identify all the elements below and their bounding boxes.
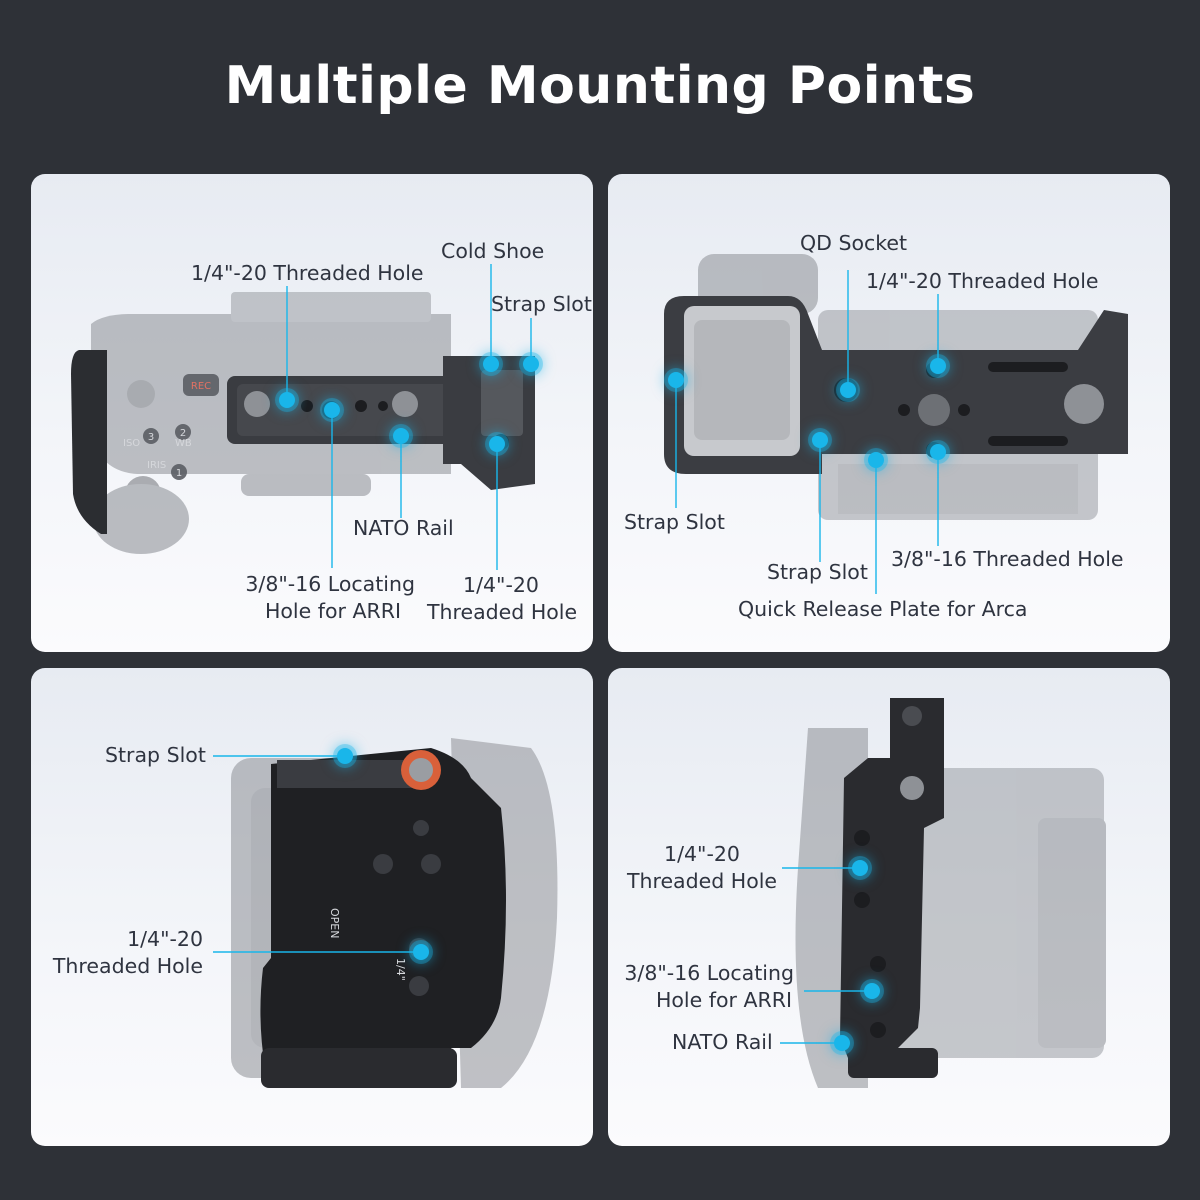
- label-locating-hole-line1: 3/8"-16 Locating: [624, 961, 794, 985]
- label-threaded-hole-bottom-line1: 1/4"-20: [463, 573, 539, 597]
- camera-bottom-view-illustration: [664, 254, 1128, 520]
- strap-slot-left-marker: [668, 372, 684, 388]
- camera-side-grip-illustration: OPEN 1/4": [231, 738, 558, 1088]
- wb-mark: WB: [175, 438, 192, 449]
- locating-hole-marker: [324, 402, 340, 418]
- label-strap-slot-left: Strap Slot: [624, 510, 725, 534]
- panel-side-view: 1/4"-20 Threaded Hole 3/8"-16 Locating H…: [608, 668, 1170, 1146]
- qd-socket-marker: [840, 382, 856, 398]
- panel-top-view: REC 3 2 1 ISO WB IRIS: [31, 174, 593, 652]
- quarter-mark: 1/4": [394, 958, 407, 981]
- iris-mark: IRIS: [147, 460, 166, 471]
- label-strap-slot: Strap Slot: [105, 743, 206, 767]
- panel-bottom-view: QD Socket 1/4"-20 Threaded Hole Strap Sl…: [608, 174, 1170, 652]
- camera-side-view-illustration: [795, 698, 1106, 1088]
- strap-slot-bottom-marker: [812, 432, 828, 448]
- callout-lines: [213, 755, 421, 953]
- rec-mark: REC: [191, 381, 211, 392]
- button-1-mark: 1: [176, 468, 182, 479]
- threaded-hole-bottom-marker: [489, 436, 505, 452]
- label-quick-release: Quick Release Plate for Arca: [738, 597, 1028, 621]
- threaded-hole-marker: [852, 860, 868, 876]
- label-threaded-hole-38: 3/8"-16 Threaded Hole: [891, 547, 1124, 571]
- panel-side-grip-view: OPEN 1/4" Strap Slot 1/4"-20 Threaded Ho…: [31, 668, 593, 1146]
- threaded-hole-marker: [930, 358, 946, 374]
- threaded-hole-38-marker: [930, 444, 946, 460]
- threaded-hole-marker: [413, 944, 429, 960]
- callout-lines: [675, 270, 939, 594]
- label-threaded-hole-line2: Threaded Hole: [626, 869, 778, 893]
- button-2-mark: 2: [180, 428, 186, 439]
- label-nato-rail: NATO Rail: [672, 1030, 773, 1054]
- open-mark: OPEN: [328, 908, 341, 938]
- strap-slot-marker: [337, 748, 353, 764]
- label-locating-hole-line2: Hole for ARRI: [655, 988, 792, 1012]
- label-qd-socket: QD Socket: [800, 231, 908, 255]
- nato-rail-marker: [393, 428, 409, 444]
- cold-shoe-marker: [483, 356, 499, 372]
- threaded-hole-marker: [279, 392, 295, 408]
- label-locating-hole-line2: Hole for ARRI: [264, 599, 401, 623]
- quick-release-marker: [868, 452, 884, 468]
- label-locating-hole-line1: 3/8"-16 Locating: [245, 572, 415, 596]
- strap-slot-marker: [523, 356, 539, 372]
- nato-rail-marker: [834, 1035, 850, 1051]
- iso-mark: ISO: [123, 438, 140, 449]
- label-threaded-hole-line1: 1/4"-20: [127, 927, 203, 951]
- label-cold-shoe: Cold Shoe: [441, 239, 545, 263]
- button-3-mark: 3: [148, 432, 154, 443]
- label-threaded-hole-line1: 1/4"-20: [664, 842, 740, 866]
- locating-hole-marker: [864, 983, 880, 999]
- label-strap-slot-bottom: Strap Slot: [767, 560, 868, 584]
- callout-lines: [780, 867, 872, 1044]
- callout-lines: [286, 264, 532, 570]
- label-strap-slot: Strap Slot: [491, 292, 592, 316]
- label-threaded-hole-line2: Threaded Hole: [52, 954, 203, 978]
- page-title: Multiple Mounting Points: [224, 56, 976, 116]
- label-threaded-hole-bottom-line2: Threaded Hole: [427, 600, 578, 624]
- label-threaded-hole: 1/4"-20 Threaded Hole: [866, 269, 1099, 293]
- label-nato-rail: NATO Rail: [353, 516, 454, 540]
- label-threaded-hole: 1/4"-20 Threaded Hole: [191, 261, 424, 285]
